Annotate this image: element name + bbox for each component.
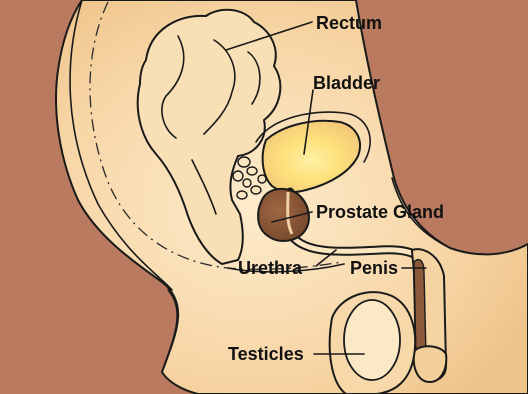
label-bladder: Bladder <box>313 73 380 93</box>
label-testicles: Testicles <box>228 344 304 364</box>
label-rectum: Rectum <box>316 13 382 33</box>
label-penis: Penis <box>350 258 398 278</box>
label-prostate-gland: Prostate Gland <box>316 202 444 222</box>
testicle <box>344 300 400 380</box>
glans <box>414 346 447 382</box>
label-urethra: Urethra <box>238 258 303 278</box>
